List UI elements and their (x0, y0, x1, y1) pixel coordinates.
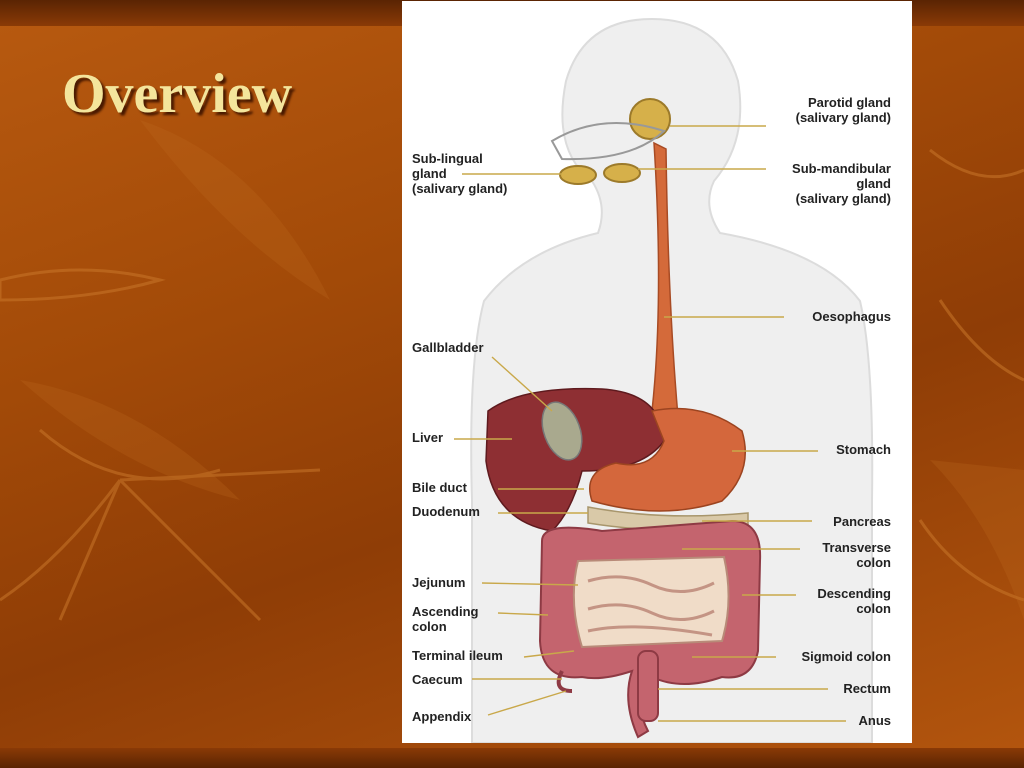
label-sigmoid-colon: Sigmoid colon (801, 649, 891, 664)
label-transverse-colon: Transverse colon (822, 540, 891, 570)
submandibular-gland-shape (603, 163, 641, 183)
small-intestine-shape (572, 555, 730, 649)
label-ascending-colon: Ascending colon (412, 604, 479, 634)
label-submandibular-gland: Sub-mandibular gland (salivary gland) (792, 161, 891, 206)
label-caecum: Caecum (412, 672, 463, 687)
sublingual-gland-shape (559, 165, 597, 185)
parotid-gland-shape (629, 98, 671, 140)
jaw-outline (550, 122, 666, 161)
label-bile-duct: Bile duct (412, 480, 467, 495)
label-pancreas: Pancreas (833, 514, 891, 529)
label-stomach: Stomach (836, 442, 891, 457)
digestive-system-diagram: Parotid gland (salivary gland) Sub-lingu… (402, 1, 912, 743)
label-terminal-ileum: Terminal ileum (412, 648, 503, 663)
label-duodenum: Duodenum (412, 504, 480, 519)
leader-lines (454, 125, 846, 722)
label-liver: Liver (412, 430, 444, 445)
rectum-shape (637, 650, 659, 722)
label-oesophagus: Oesophagus (812, 309, 891, 324)
label-anus: Anus (858, 713, 892, 728)
liver-shape (485, 387, 665, 532)
gallbladder-shape (541, 401, 583, 461)
label-appendix: Appendix (412, 709, 472, 724)
label-rectum: Rectum (843, 681, 891, 696)
label-sublingual-gland: Sub-lingual gland (salivary gland) (412, 151, 508, 196)
label-gallbladder: Gallbladder (412, 340, 484, 355)
stomach-shape (589, 407, 746, 512)
slide-bottom-band (0, 748, 1024, 768)
appendix-shape (556, 670, 573, 693)
label-jejunum: Jejunum (412, 575, 466, 590)
digestive-system-illustration (454, 17, 874, 743)
slide-title: Overview (62, 63, 293, 125)
label-parotid-gland: Parotid gland (salivary gland) (795, 95, 891, 125)
label-descending-colon: Descending colon (817, 586, 891, 616)
